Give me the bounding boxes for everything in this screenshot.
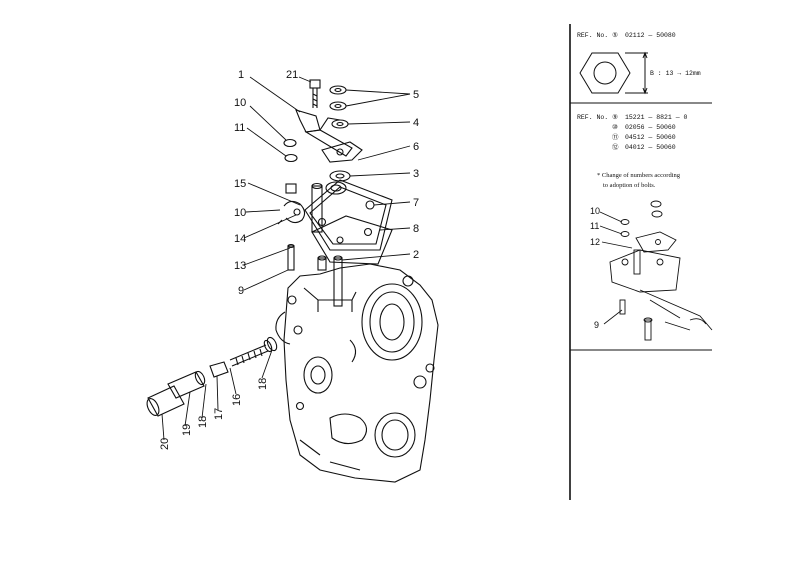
- link-plate: [321, 141, 363, 182]
- ref-box-2-part-0: 15221 — 8821 — 0: [625, 114, 688, 121]
- callout-5: 5: [413, 89, 419, 101]
- callout-9: 9: [238, 285, 244, 297]
- callout-19: 19: [181, 424, 193, 436]
- ref-box-2-ref-2: ⑪: [612, 133, 619, 141]
- main-assembly: [146, 79, 439, 483]
- spring-clip: [277, 200, 306, 225]
- adjusting-screw-assembly: [146, 336, 278, 417]
- callout-17: 17: [213, 408, 225, 420]
- cover-plate: [304, 179, 393, 251]
- pin-2: [317, 255, 327, 271]
- small-nuts-left: [283, 138, 298, 194]
- callout-8: 8: [413, 223, 419, 235]
- ref-box-1-label: REF. No. ⑤: [577, 31, 618, 39]
- callout-2: 2: [413, 249, 419, 261]
- ref-box-1-part-no: 02112 — 50080: [625, 32, 676, 39]
- callout-1: 1: [238, 69, 244, 81]
- ref-box-2-ref-3: ⑫: [612, 143, 619, 151]
- ref-box-2-label: REF. No. ⑨: [577, 113, 618, 121]
- ref-box-1: REF. No. ⑤ 02112 — 50080 B : 13 → 12mm: [577, 31, 701, 95]
- callout-16: 16: [231, 394, 243, 406]
- ref-box-2-part-3: 04012 — 50060: [625, 144, 676, 151]
- nut-washer-stack: [329, 85, 349, 129]
- callout-3: 3: [413, 168, 419, 180]
- callout-20: 20: [159, 438, 171, 450]
- callout-14: 14: [234, 233, 246, 245]
- inset-leaders: [599, 211, 633, 325]
- callout-21: 21: [286, 69, 298, 81]
- ref-box-1-dimension: B : 13 → 12mm: [650, 70, 701, 77]
- gear-case-body: [275, 263, 439, 483]
- hex-nut-drawing: [579, 51, 648, 95]
- callout-7: 7: [413, 197, 419, 209]
- callout-6: 6: [413, 141, 419, 153]
- inset-callout-10: 10: [590, 206, 600, 216]
- ref-box-2: REF. No. ⑨ 15221 — 8821 — 0 ⑩ 02056 — 50…: [577, 113, 713, 341]
- callout-10a: 10: [234, 97, 246, 109]
- callout-4: 4: [413, 117, 419, 129]
- inset-drawing: [609, 200, 713, 341]
- callout-18b: 18: [197, 416, 209, 428]
- callout-13: 13: [234, 260, 246, 272]
- pin-9: [287, 243, 295, 271]
- reference-panel: REF. No. ⑤ 02112 — 50080 B : 13 → 12mm R…: [569, 24, 713, 500]
- inset-callout-12: 12: [590, 237, 600, 247]
- ref-box-2-note-2: to adoption of bolts.: [603, 182, 656, 189]
- ref-box-2-note-1: * Change of numbers according: [597, 172, 681, 179]
- leader-lines: [161, 76, 411, 441]
- shaft-tube: [311, 182, 343, 307]
- gasket: [311, 215, 393, 265]
- ref-box-2-part-2: 04512 — 50060: [625, 134, 676, 141]
- lever-arm: [295, 109, 353, 157]
- ref-box-2-part-1: 02056 — 50060: [625, 124, 676, 131]
- callout-18a: 18: [257, 378, 269, 390]
- ref-box-2-ref-1: ⑩: [612, 123, 618, 131]
- callout-11: 11: [234, 122, 245, 134]
- callout-10b: 10: [234, 207, 246, 219]
- bolt-21: [309, 79, 321, 108]
- callout-15: 15: [234, 178, 246, 190]
- inset-callout-9: 9: [594, 320, 599, 330]
- inset-callout-11: 11: [590, 221, 599, 231]
- callout-labels: 1 21 5 10 4 11 6 3 15 7 10 8 14 2 13 9 1…: [159, 69, 419, 450]
